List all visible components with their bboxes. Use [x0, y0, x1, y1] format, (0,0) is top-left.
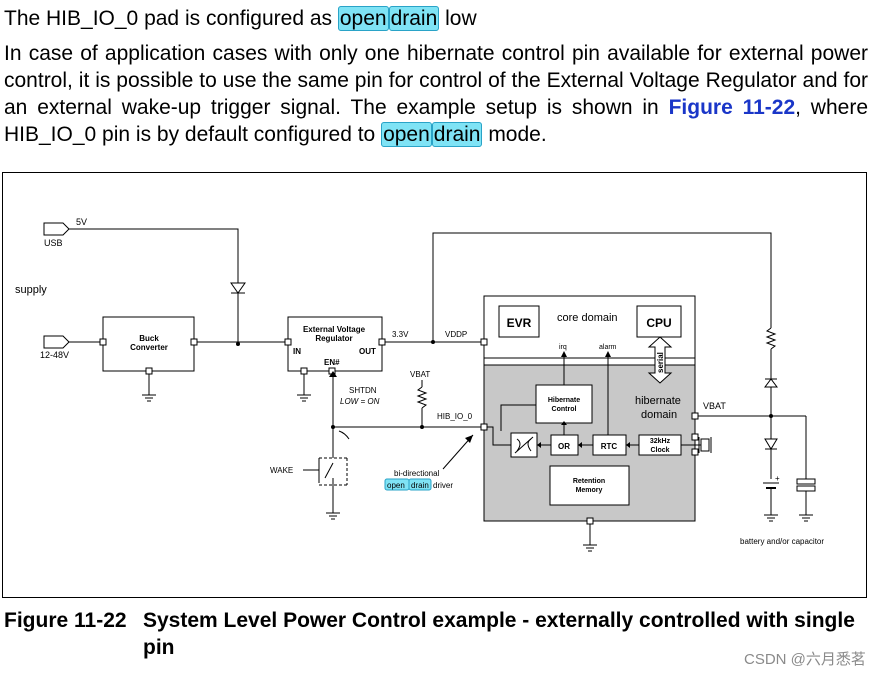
- body-paragraph: In case of application cases with only o…: [4, 40, 868, 148]
- retention-label-1: Retention: [573, 478, 605, 485]
- resistor-icon: [765, 327, 777, 350]
- hib-domain-label-1: hibernate: [635, 395, 681, 407]
- usb-connector-icon: [43, 222, 70, 236]
- usb-label: USB: [44, 238, 63, 248]
- plus-label: +: [775, 474, 780, 483]
- highlight-drain: drain: [431, 122, 483, 147]
- hib-ctrl-label-1: Hibernate: [548, 397, 580, 404]
- 12-48v-label: 12-48V: [40, 350, 69, 360]
- retention-memory-block: [549, 465, 630, 506]
- clock-label-2: Clock: [650, 447, 669, 454]
- diode-icon: [764, 378, 778, 388]
- core-domain-label: core domain: [557, 312, 618, 324]
- or-label: OR: [558, 442, 570, 451]
- para-text-2: , where HIB_IO_0 pin is by default confi…: [4, 96, 869, 146]
- buck-label-1: Buck: [139, 334, 159, 343]
- cpu-block: [636, 305, 682, 338]
- 3v3-label: 3.3V: [392, 330, 409, 339]
- vbat-right-label: VBAT: [703, 401, 726, 411]
- diode-icon: [764, 438, 778, 450]
- usb-wire: [69, 228, 239, 283]
- caption-text: System Level Power Control example - ext…: [143, 609, 855, 659]
- supply-label: supply: [15, 284, 47, 296]
- hib-domain-label-2: domain: [641, 409, 677, 421]
- en-label: EN#: [324, 358, 340, 367]
- highlight-drain: drain: [388, 6, 440, 31]
- bidir-label: bi-directional: [394, 469, 440, 478]
- hibernate-control-block: [535, 384, 593, 424]
- watermark: CSDN @六月悉茗: [744, 651, 866, 668]
- power-control-diagram: USB 5V supply 12-48V Buck Converter Exte…: [15, 217, 824, 552]
- serial-arrow-icon: [647, 336, 673, 384]
- evr-ext-label-2: Regulator: [315, 334, 352, 343]
- alarm-label: alarm: [599, 344, 617, 351]
- signal-tilde-icon: [338, 430, 350, 440]
- figure-reference-link[interactable]: Figure 11-22: [668, 96, 796, 119]
- rtc-label: RTC: [601, 442, 618, 451]
- hib-ctrl-label-2: Control: [552, 406, 577, 413]
- evr-ext-label-1: External Voltage: [303, 325, 366, 334]
- battery-label: battery and/or capacitor: [740, 537, 824, 546]
- intro-text-end: low: [439, 7, 477, 30]
- capacitor-icon: [796, 478, 816, 485]
- vddp-label: VDDP: [445, 330, 467, 339]
- 12-48v-connector-icon: [43, 335, 70, 349]
- buck-label-2: Converter: [130, 343, 168, 352]
- diode-icon: [230, 282, 246, 294]
- serial-label: serial: [656, 352, 665, 373]
- drain-label: drain: [411, 481, 429, 490]
- retention-label-2: Memory: [576, 487, 603, 494]
- 5v-label: 5V: [76, 217, 87, 227]
- vbat-label: VBAT: [410, 370, 430, 379]
- shtdn-label: SHTDN: [349, 386, 377, 395]
- crystal-icon: [700, 438, 710, 452]
- highlight-open: open: [381, 122, 432, 147]
- highlight-open: open: [337, 6, 389, 31]
- wake-label: WAKE: [270, 466, 293, 475]
- evr-block: [498, 305, 540, 338]
- clock-label-1: 32kHz: [650, 438, 671, 445]
- resistor-icon: [416, 386, 428, 409]
- cpu-label: CPU: [646, 316, 671, 330]
- caption-number: Figure 11-22: [4, 609, 127, 632]
- driver-label: driver: [433, 481, 453, 490]
- intro-text: The HIB_IO_0 pad is configured as: [4, 7, 338, 30]
- out-label: OUT: [359, 347, 376, 356]
- irq-label: irq: [559, 344, 567, 351]
- hib-io-label: HIB_IO_0: [437, 412, 473, 421]
- evr-label: EVR: [507, 316, 532, 330]
- open-label: open: [387, 481, 405, 490]
- low-on-label: LOW = ON: [340, 397, 380, 406]
- in-label: IN: [293, 347, 301, 356]
- figure-diagram: USB 5V supply 12-48V Buck Converter Exte…: [2, 172, 867, 598]
- para-text-1: In case of application cases with only o…: [4, 42, 868, 119]
- para-text-3: mode.: [482, 123, 547, 146]
